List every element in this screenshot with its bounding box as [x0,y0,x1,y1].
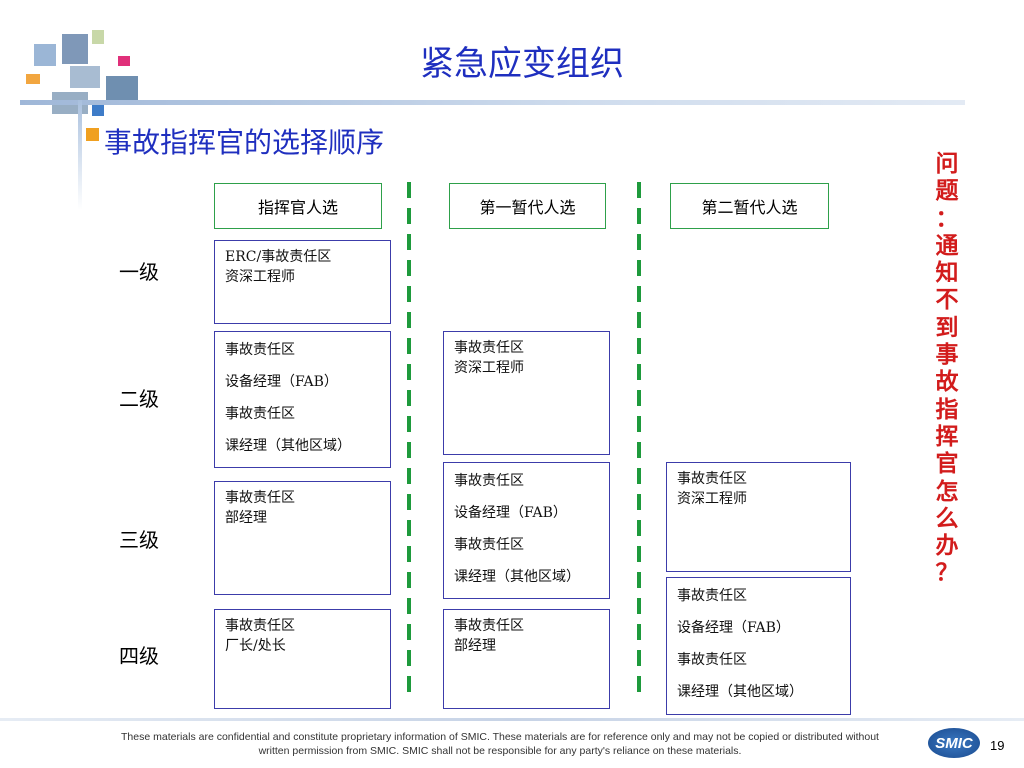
cell-line: 事故责任区 [677,588,747,604]
cell-line: 事故责任区 [225,342,295,358]
question-char: 么 [935,504,959,532]
cell-line: 部经理 [225,510,267,526]
cell-line: 课经理（其他区域） [225,438,351,454]
cell-line: 事故责任区 [225,618,295,634]
slide-title: 紧急应变组织 [420,44,624,84]
cell-commander-level-1: ERC/事故责任区 资深工程师 [214,240,391,324]
question-char: 题 [935,177,959,205]
column-header-commander: 指挥官人选 [214,183,382,229]
vertical-question-text: 问 题 ： 通 知 不 到 事 故 指 挥 官 怎 么 办 ？ [930,150,964,587]
cell-line: 课经理（其他区域） [454,569,580,585]
cell-first-deputy-level-3: 事故责任区 设备经理（FAB） 事故责任区 课经理（其他区域） [443,462,610,599]
question-char: 到 [935,313,959,341]
question-char: 知 [935,259,959,287]
footer-line-1: These materials are confidential and con… [121,731,879,743]
column-divider-1 [407,182,411,702]
question-char: 通 [935,231,959,259]
cell-second-deputy-level-3: 事故责任区 资深工程师 [666,462,851,572]
confidentiality-notice: These materials are confidential and con… [80,730,920,758]
left-accent-line [78,100,82,210]
cell-line: 事故责任区 [454,340,524,356]
page-number: 19 [990,738,1005,753]
cell-line: 事故责任区 [677,471,747,487]
cell-line: 事故责任区 [677,652,747,668]
cell-first-deputy-level-2: 事故责任区 资深工程师 [443,331,610,455]
question-char: 官 [935,450,959,478]
cell-line: 部经理 [454,638,496,654]
level-label-2: 二级 [119,387,159,411]
question-char: 怎 [935,477,959,505]
cell-line: 事故责任区 [225,490,295,506]
cell-commander-level-4: 事故责任区 厂长/处长 [214,609,391,709]
cell-line: 资深工程师 [454,360,524,376]
question-char: 挥 [935,422,959,450]
level-label-4: 四级 [119,644,159,668]
question-char: 办 [935,532,959,560]
cell-second-deputy-level-4: 事故责任区 设备经理（FAB） 事故责任区 课经理（其他区域） [666,577,851,715]
cell-line: 资深工程师 [677,491,747,507]
question-char: 事 [935,341,959,369]
cell-line: 事故责任区 [225,406,295,422]
level-label-1: 一级 [119,260,159,284]
footer-divider-line [0,718,1024,721]
cell-line: 设备经理（FAB） [225,374,338,390]
question-char: 指 [935,395,959,423]
cell-line: 设备经理（FAB） [677,620,790,636]
column-header-first-deputy: 第一暂代人选 [449,183,606,229]
question-char: 不 [935,286,959,314]
question-char: 问 [935,150,959,177]
column-header-second-deputy: 第二暂代人选 [670,183,829,229]
cell-line: 资深工程师 [225,269,295,285]
footer-line-2: written permission from SMIC. SMIC shall… [258,745,742,757]
cell-line: ERC/事故责任区 [225,249,332,265]
cell-line: 厂长/处长 [225,638,286,654]
title-divider-line [20,100,965,105]
cell-commander-level-3: 事故责任区 部经理 [214,481,391,595]
level-label-3: 三级 [119,528,159,552]
question-char: ？ [935,559,959,587]
column-divider-2 [637,182,641,702]
question-char: ： [935,204,959,232]
cell-first-deputy-level-4: 事故责任区 部经理 [443,609,610,709]
smic-logo: SMIC [928,728,980,758]
subtitle-bullet-icon [86,128,99,141]
cell-line: 事故责任区 [454,473,524,489]
cell-commander-level-2: 事故责任区 设备经理（FAB） 事故责任区 课经理（其他区域） [214,331,391,468]
cell-line: 事故责任区 [454,618,524,634]
cell-line: 课经理（其他区域） [677,684,803,700]
cell-line: 事故责任区 [454,537,524,553]
question-char: 故 [935,368,959,396]
slide-subtitle: 事故指挥官的选择顺序 [104,126,385,159]
cell-line: 设备经理（FAB） [454,505,567,521]
